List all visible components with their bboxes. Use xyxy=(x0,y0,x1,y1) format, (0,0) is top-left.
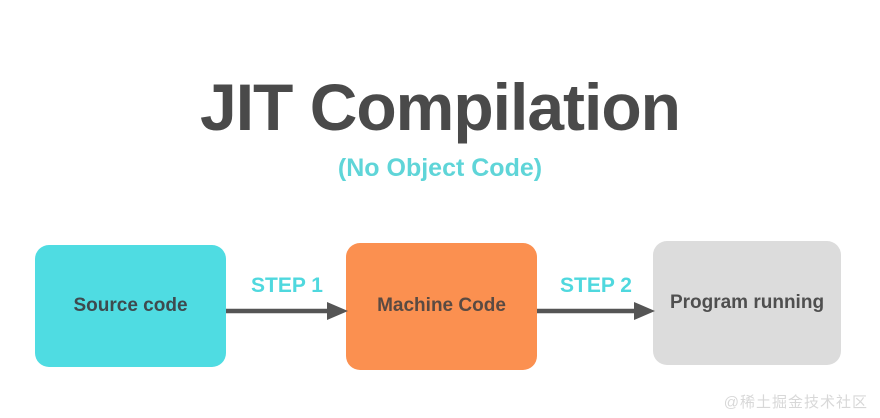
arrow-right-icon-step-1 xyxy=(226,302,348,320)
flow-node-program-running: Program running xyxy=(653,241,841,365)
flow-node-machine-code-label: Machine Code xyxy=(377,295,506,317)
page-subtitle: (No Object Code) xyxy=(337,154,543,182)
flow-node-source-code: Source code xyxy=(35,245,226,367)
flow-node-program-running-label: Program running xyxy=(669,291,825,313)
flow-node-source-code-label: Source code xyxy=(73,294,188,316)
page-title: JIT Compilation xyxy=(200,70,681,144)
edge-label-step-2: STEP 2 xyxy=(560,274,632,297)
watermark: @稀土掘金技术社区 xyxy=(723,394,868,411)
arrow-right-icon-step-2 xyxy=(537,302,655,320)
flow-node-machine-code: Machine Code xyxy=(346,243,537,370)
edge-label-step-1: STEP 1 xyxy=(251,274,323,297)
